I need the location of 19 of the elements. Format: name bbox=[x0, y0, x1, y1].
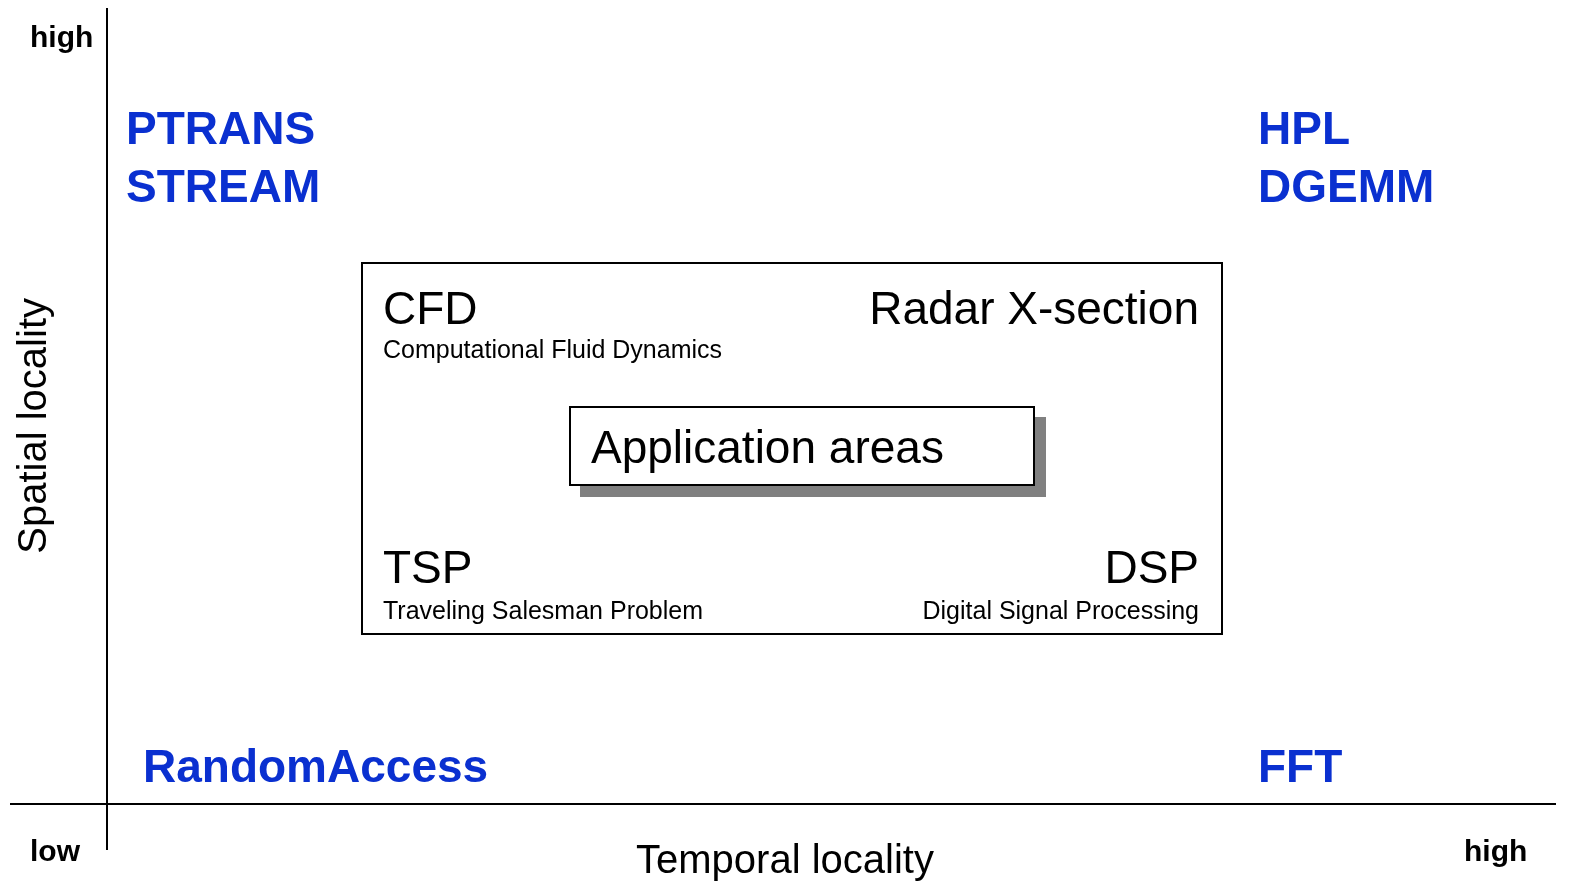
area-description: Computational Fluid Dynamics bbox=[383, 337, 723, 362]
area-acronym: TSP bbox=[383, 544, 473, 590]
area-description: Traveling Salesman Problem bbox=[383, 598, 704, 623]
axis-title: Spatial locality bbox=[12, 298, 52, 554]
area-description: Digital Signal Processing bbox=[922, 598, 1199, 623]
axis-tick-label: high bbox=[1464, 836, 1528, 866]
axis-tick-label: low bbox=[30, 836, 80, 866]
area-acronym: CFD bbox=[383, 285, 478, 331]
benchmark-label: HPL bbox=[1258, 105, 1350, 151]
area-acronym: DSP bbox=[1104, 544, 1199, 590]
axis-title: Temporal locality bbox=[636, 839, 934, 879]
benchmark-label: PTRANS bbox=[126, 105, 316, 151]
benchmark-label: DGEMM bbox=[1258, 163, 1435, 209]
axis-tick-label: high bbox=[30, 22, 94, 52]
benchmark-label: RandomAccess bbox=[143, 743, 489, 789]
benchmark-label: FFT bbox=[1258, 743, 1343, 789]
area-name: Radar X-section bbox=[869, 285, 1199, 331]
application-panel bbox=[361, 262, 1223, 635]
benchmark-label: STREAM bbox=[126, 163, 321, 209]
